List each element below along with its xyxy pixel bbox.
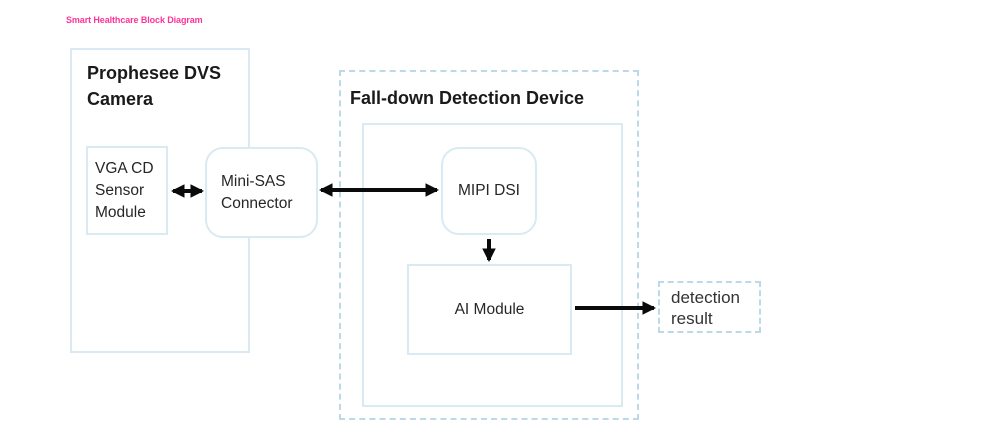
diagram-title: Smart Healthcare Block Diagram <box>66 15 203 25</box>
block-vga-cd-sensor-module: VGA CD Sensor Module <box>86 146 168 235</box>
fall-down-detection-device-label: Fall-down Detection Device <box>350 88 585 108</box>
group-fall-down-detection-device: Fall-down Detection Device <box>339 70 639 420</box>
detection-device-inner-board <box>362 123 623 407</box>
detection-result-label: detection result <box>671 288 740 328</box>
block-mipi-dsi: MIPI DSI <box>441 147 537 235</box>
block-mini-sas-connector: Mini-SAS Connector <box>205 147 318 238</box>
vga-cd-sensor-module-label: VGA CD Sensor Module <box>95 159 154 221</box>
block-detection-result: detection result <box>658 281 761 333</box>
mini-sas-connector-label: Mini-SAS Connector <box>221 172 293 212</box>
ai-module-label: AI Module <box>454 300 525 318</box>
block-ai-module: AI Module <box>407 264 572 355</box>
prophesee-dvs-camera-label: Prophesee DVS Camera <box>87 63 222 109</box>
mipi-dsi-label: MIPI DSI <box>457 182 520 199</box>
